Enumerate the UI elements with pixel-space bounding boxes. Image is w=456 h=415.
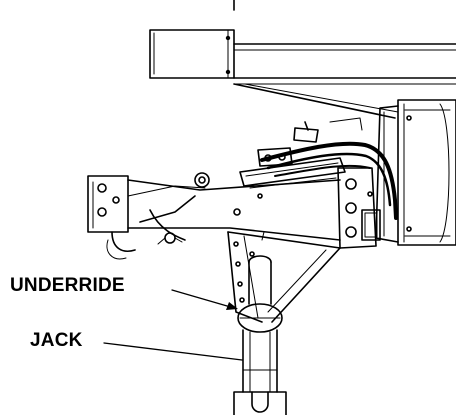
callout-leaders bbox=[103, 289, 243, 361]
upper-frame bbox=[149, 0, 456, 119]
hydraulic-hoses bbox=[260, 141, 398, 220]
main-arm bbox=[87, 172, 341, 260]
underride-label: UNDERRIDE bbox=[10, 275, 125, 296]
jack-leader bbox=[103, 342, 243, 361]
lower-link bbox=[227, 231, 341, 323]
jack-assembly bbox=[233, 255, 287, 415]
jack-label: JACK bbox=[30, 330, 83, 351]
underride-leader bbox=[171, 289, 235, 309]
underride-arrow-icon bbox=[226, 302, 238, 310]
side-plate bbox=[337, 167, 381, 249]
hydraulic-cylinder bbox=[239, 117, 363, 189]
